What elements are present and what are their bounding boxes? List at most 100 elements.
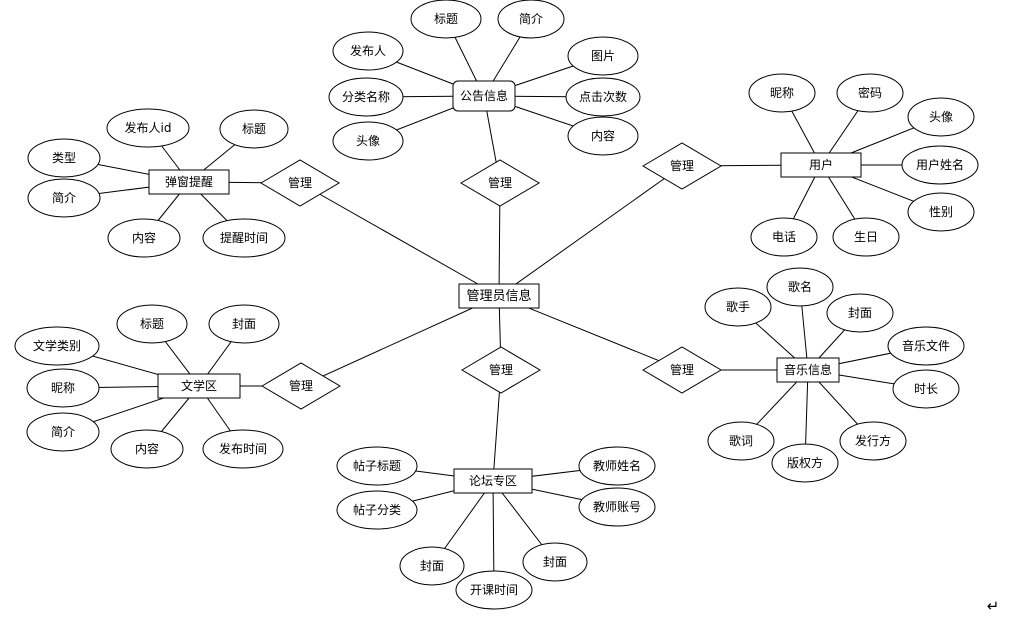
ellipse-shape: [750, 217, 818, 257]
attribute-label: 教师账号: [593, 499, 641, 514]
attribute-label: 发布时间: [219, 441, 267, 456]
entity-rect: [453, 468, 533, 494]
attribute-ellipse: 音乐文件: [887, 326, 965, 366]
ellipse-shape: [567, 116, 639, 156]
ellipse-shape: [332, 31, 404, 71]
relationship-line: [498, 165, 683, 297]
relationship-label: 管理: [670, 158, 694, 173]
entity-label: 用户: [809, 157, 833, 172]
attribute-label: 标题: [434, 12, 458, 26]
attribute-ellipse: 开课时间: [455, 570, 533, 610]
attribute-ellipse: 用户姓名: [901, 145, 979, 185]
diamond-shape: [461, 346, 541, 394]
attribute-ellipse: 文学类别: [14, 326, 100, 366]
ellipse-shape: [565, 77, 641, 117]
attribute-label: 封面: [232, 317, 256, 331]
attribute-ellipse: 电话: [750, 217, 818, 257]
ellipse-shape: [106, 108, 190, 148]
entity-box: 音乐信息: [776, 357, 840, 383]
attribute-ellipse: 版权方: [771, 443, 839, 483]
ellipse-shape: [27, 138, 101, 178]
attribute-label: 标题: [140, 317, 164, 331]
diamond-shape: [460, 159, 540, 207]
attribute-ellipse: 标题: [116, 304, 188, 344]
entity-label: 管理员信息: [466, 288, 531, 304]
entity-box: 文学区: [157, 373, 241, 399]
entity-rect: [776, 357, 840, 383]
attribute-ellipse: 标题: [410, 0, 482, 39]
entity-rect: [148, 169, 230, 195]
attribute-ellipse: 头像: [332, 121, 404, 161]
attribute-label: 歌词: [729, 433, 753, 448]
attribute-label: 歌手: [726, 299, 750, 314]
attribute-label: 简介: [51, 425, 75, 439]
attribute-label: 密码: [858, 85, 882, 100]
attribute-ellipse: 发布人: [332, 31, 404, 71]
attribute-label: 开课时间: [470, 583, 518, 597]
attribute-ellipse: 发布时间: [202, 429, 284, 469]
diamond-shape: [642, 346, 722, 394]
attribute-label: 帖子分类: [353, 502, 401, 517]
attribute-label: 标题: [242, 122, 266, 136]
attribute-ellipse: 歌词: [707, 421, 775, 461]
attribute-ellipse: 简介: [26, 412, 100, 452]
attribute-label: 内容: [132, 230, 156, 245]
ellipse-shape: [328, 77, 404, 117]
ellipse-shape: [497, 0, 565, 39]
attribute-label: 发布人id: [125, 120, 172, 135]
attribute-label: 封面: [543, 555, 567, 569]
attribute-label: 发布人: [350, 43, 386, 58]
attribute-ellipse: 教师姓名: [578, 446, 656, 486]
ellipse-shape: [887, 326, 965, 366]
attribute-ellipse: 发布人id: [106, 108, 190, 148]
attribute-label: 时长: [914, 382, 938, 396]
diamond-shape: [642, 142, 722, 190]
ellipse-shape: [455, 570, 533, 610]
attribute-ellipse: 封面: [208, 304, 280, 344]
ellipse-shape: [704, 287, 772, 327]
entity-box: 管理员信息: [458, 283, 540, 309]
diamond-shape: [261, 362, 341, 410]
attribute-ellipse: 分类名称: [328, 77, 404, 117]
relationship-label: 管理: [288, 175, 312, 190]
relationship-label: 管理: [289, 378, 313, 393]
ellipse-shape: [578, 446, 656, 486]
ellipse-shape: [399, 546, 465, 586]
attribute-label: 点击次数: [579, 89, 627, 104]
attribute-ellipse: 帖子标题: [336, 446, 418, 486]
attribute-label: 帖子标题: [353, 458, 401, 473]
attribute-label: 歌名: [788, 279, 812, 294]
attribute-ellipse: 昵称: [26, 368, 100, 408]
ellipse-shape: [567, 36, 639, 76]
ellipse-shape: [901, 145, 979, 185]
relationship-diamond: 管理: [642, 142, 722, 190]
ellipse-shape: [892, 369, 960, 409]
ellipse-shape: [410, 0, 482, 39]
attribute-label: 提醒时间: [220, 230, 268, 245]
entity-box: 弹窗提醒: [148, 169, 230, 195]
attribute-ellipse: 内容: [107, 218, 181, 258]
ellipse-shape: [336, 446, 418, 486]
relationship-diamond: 管理: [460, 159, 540, 207]
ellipse-shape: [578, 487, 656, 527]
ellipse-shape: [836, 73, 904, 113]
attribute-label: 分类名称: [342, 89, 390, 104]
ellipse-shape: [522, 542, 588, 582]
ellipse-shape: [26, 368, 100, 408]
entity-box: 论坛专区: [453, 468, 533, 494]
diamond-shape: [260, 159, 340, 207]
ellipse-shape: [107, 218, 181, 258]
attribute-ellipse: 简介: [497, 0, 565, 39]
ellipse-shape: [832, 217, 900, 257]
attribute-label: 简介: [52, 191, 76, 205]
attribute-label: 生日: [854, 230, 878, 244]
attribute-ellipse: 内容: [110, 429, 184, 469]
ellipse-shape: [839, 421, 907, 461]
attribute-ellipse: 头像: [907, 97, 975, 137]
attribute-ellipse: 歌名: [766, 267, 834, 307]
attribute-label: 昵称: [51, 381, 75, 395]
attribute-label: 性别: [929, 205, 953, 219]
attribute-label: 头像: [356, 134, 380, 148]
relationship-diamond: 管理: [261, 362, 341, 410]
